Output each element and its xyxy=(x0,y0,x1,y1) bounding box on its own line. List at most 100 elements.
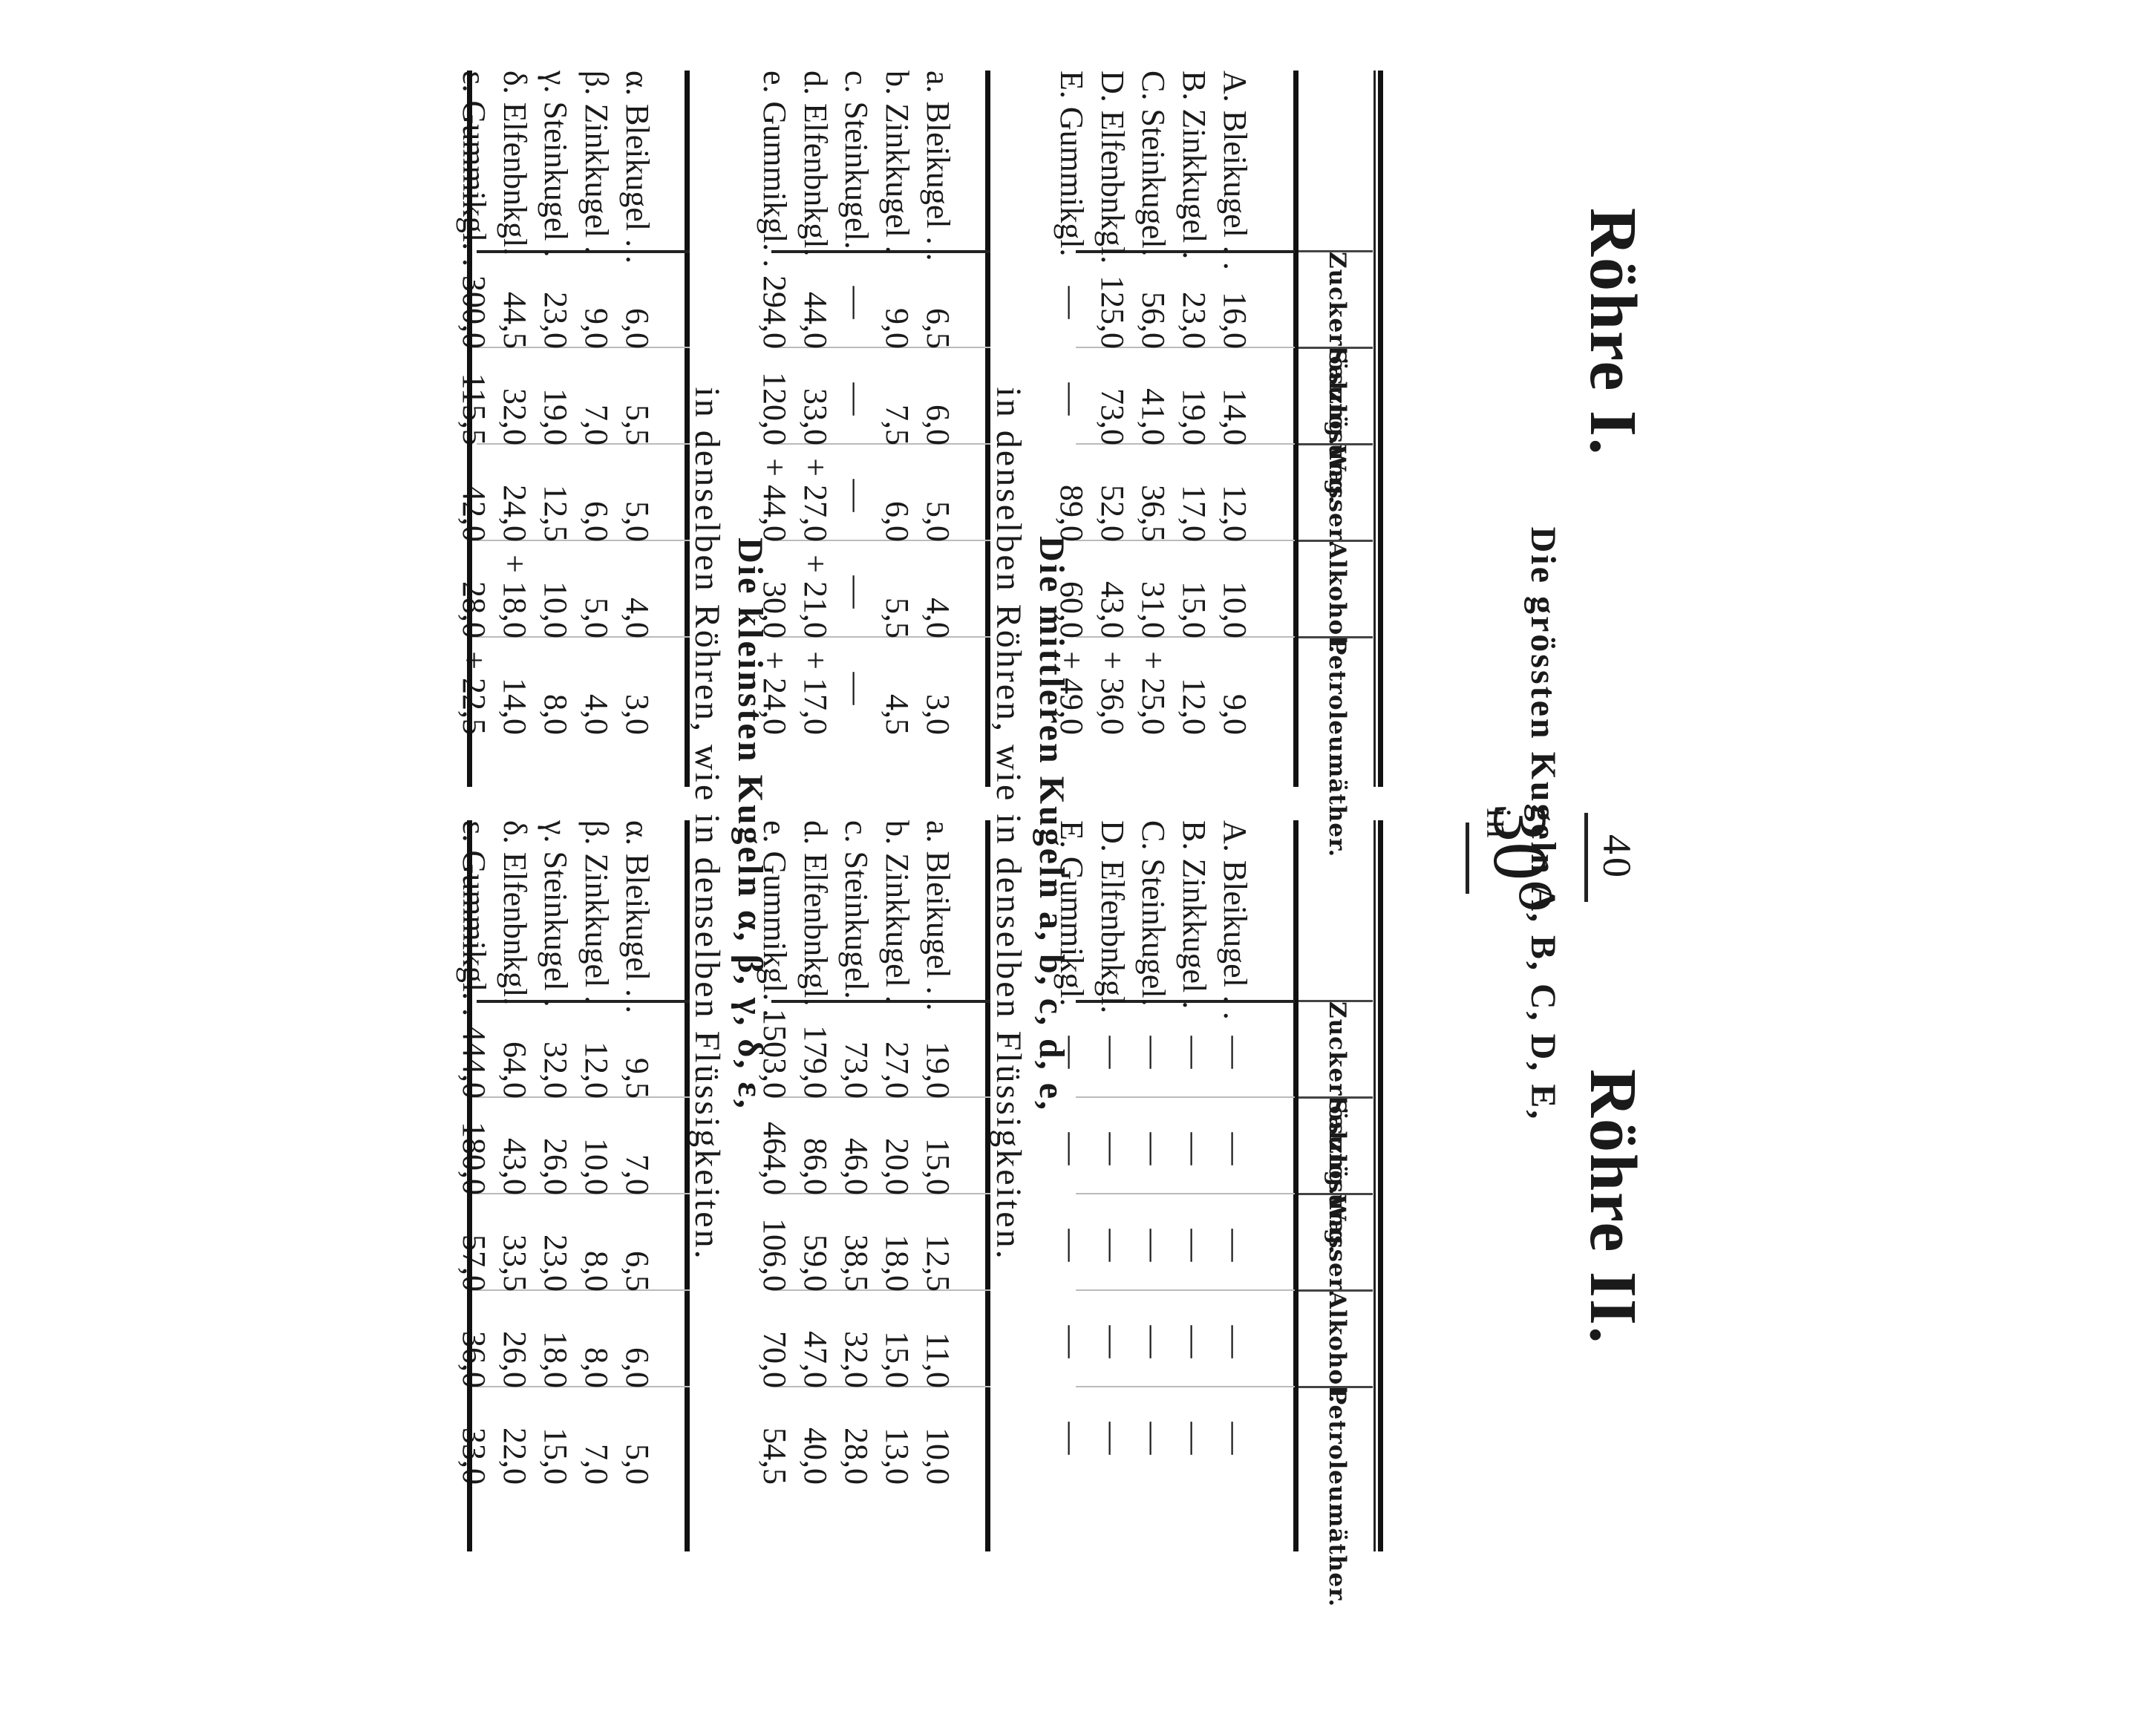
table-cell: 9,0 xyxy=(1217,694,1253,735)
temperature-rule xyxy=(1466,822,1469,894)
table-cell: 7,0 xyxy=(578,1444,615,1485)
row-label: B. Zinkkugel . xyxy=(1176,820,1212,1010)
table-cell: 27,0 xyxy=(879,1041,915,1099)
table-cell: 17,0 xyxy=(1176,485,1212,542)
table-cell: + 17,0 xyxy=(797,651,834,735)
table-cell: — xyxy=(1176,1132,1212,1165)
column-header: Petroleumäther. xyxy=(1324,638,1350,858)
header-column-divider xyxy=(1298,1000,1373,1002)
table-cell: 4,5 xyxy=(879,694,915,735)
table-cell: 47,0 xyxy=(797,1331,834,1388)
table-cell: 12,0 xyxy=(1176,678,1212,735)
table-cell: 444,0 xyxy=(456,1025,492,1099)
table-cell: 5,0 xyxy=(619,1444,656,1485)
column-header: Zuckerlösung. xyxy=(1324,1001,1350,1197)
table-cell: 46,0 xyxy=(838,1138,875,1195)
row-label: γ. Steinkugel . xyxy=(538,820,574,1007)
row-label: A. Bleikugel . . xyxy=(1217,71,1253,270)
table-cell: 6,0 xyxy=(578,501,615,542)
table-cell: 7,5 xyxy=(879,405,915,445)
row-label: B. Zinkkugel . xyxy=(1176,71,1212,260)
table-cell: 10,0 xyxy=(578,1138,615,1195)
row-label: ε. Gummikgl. . xyxy=(456,71,492,267)
table-cell: 4,0 xyxy=(619,598,656,638)
header-column-divider xyxy=(1298,1386,1373,1388)
table-cell: 43,0 xyxy=(497,1138,533,1195)
table-cell: 36,5 xyxy=(1135,485,1172,542)
header-bottom-rule xyxy=(1293,71,1298,787)
table-cell: 12,5 xyxy=(538,485,574,542)
table-cell: 19,0 xyxy=(1176,388,1212,445)
table-cell: 6,0 xyxy=(920,405,956,445)
column-header: Zuckerlösung. xyxy=(1324,252,1350,447)
row-label: β. Zinkkugel . xyxy=(578,820,615,1004)
table-top-rule xyxy=(1378,71,1383,787)
table-cell: 179,0 xyxy=(797,1025,834,1099)
table-cell: 26,0 xyxy=(497,1331,533,1388)
table-cell: 44,5 xyxy=(497,292,533,349)
column-header: Alkohol. xyxy=(1324,1291,1350,1404)
column-header: Alkohol. xyxy=(1324,541,1350,654)
row-label: δ. Elfenbnkgl. xyxy=(497,820,533,1006)
table-cell: 3,0 xyxy=(619,694,656,735)
table-cell: 23,0 xyxy=(1176,292,1212,349)
table-cell: 5,5 xyxy=(879,598,915,638)
table-cell: 8,0 xyxy=(578,1251,615,1292)
row-label: C. Steinkugel. xyxy=(1135,820,1172,1007)
row-label: α. Bleikugel . . xyxy=(619,71,656,264)
header-column-divider xyxy=(1298,636,1373,638)
section-top-rule xyxy=(685,71,690,787)
table-cell: — xyxy=(1094,1422,1131,1455)
table-cell: 4,0 xyxy=(578,694,615,735)
row-label: c. Steinkugel. xyxy=(838,820,875,999)
table-cell: 15,0 xyxy=(879,1331,915,1388)
header-column-divider xyxy=(1298,250,1373,252)
table-cell: 4,0 xyxy=(920,598,956,638)
table-cell: 6,5 xyxy=(920,308,956,349)
table-cell: 33,5 xyxy=(497,1234,533,1292)
table-cell: — xyxy=(1217,1422,1253,1455)
table-cell: 26,0 xyxy=(538,1138,574,1195)
table-cell: 31,0 xyxy=(1135,581,1172,638)
table-cell: 73,0 xyxy=(1094,388,1131,445)
table-cell: 28,0 xyxy=(838,1427,875,1485)
table-cell: + 27,0 xyxy=(797,458,834,542)
table-cell: 10,0 xyxy=(538,581,574,638)
table-cell: — xyxy=(1176,1325,1212,1358)
table-cell: 11,0 xyxy=(920,1332,956,1388)
table-cell: 86,0 xyxy=(797,1138,834,1195)
row-label: b. Zinkkugel . xyxy=(879,71,915,254)
table-cell: — xyxy=(1094,1325,1131,1358)
table-cell: 5,0 xyxy=(619,501,656,542)
table-cell: 52,0 xyxy=(1094,485,1131,542)
section-heading-smallest-sub: in denselben Röhren, wie in denselben Fl… xyxy=(687,387,727,1261)
table-bottom-rule xyxy=(467,71,472,787)
table-top-rule xyxy=(1378,820,1383,1551)
table-cell: 33,0 xyxy=(797,388,834,445)
table-cell: 6,0 xyxy=(879,501,915,542)
table-cell: 5,0 xyxy=(920,501,956,542)
tube-one-title: Röhre I. xyxy=(1576,208,1650,457)
row-label: δ. Elfenbnkgl. xyxy=(497,71,533,256)
table-cell: + 18,0 xyxy=(497,555,533,638)
table-cell: — xyxy=(1135,1229,1172,1262)
table-cell: 16,0 xyxy=(1217,292,1253,349)
column-header: Salzlösung. xyxy=(1324,1098,1350,1255)
table-cell: 3,0 xyxy=(920,694,956,735)
table-cell: 180,0 xyxy=(456,1122,492,1195)
table-cell: 18,0 xyxy=(538,1331,574,1388)
header-column-divider xyxy=(1298,1096,1373,1099)
row-label: A. Bleikugel . . xyxy=(1217,820,1253,1020)
table-cell: 10,0 xyxy=(1217,581,1253,638)
table-bottom-rule xyxy=(467,820,472,1551)
column-header: Salzlösung. xyxy=(1324,348,1350,505)
table-cell: 23,0 xyxy=(538,292,574,349)
section-heading-largest: Die grössten Kugeln A, B, C, D, E, xyxy=(1523,526,1563,1122)
table-cell: + 36,0 xyxy=(1094,651,1131,735)
header-bottom-rule xyxy=(1293,820,1298,1551)
table-cell: — xyxy=(1135,1132,1172,1165)
table-cell: — xyxy=(838,382,875,416)
table-cell: + 22,5 xyxy=(456,651,492,735)
row-label: D. Elfenbnkgl. xyxy=(1094,71,1131,264)
table-cell: 64,0 xyxy=(497,1041,533,1099)
